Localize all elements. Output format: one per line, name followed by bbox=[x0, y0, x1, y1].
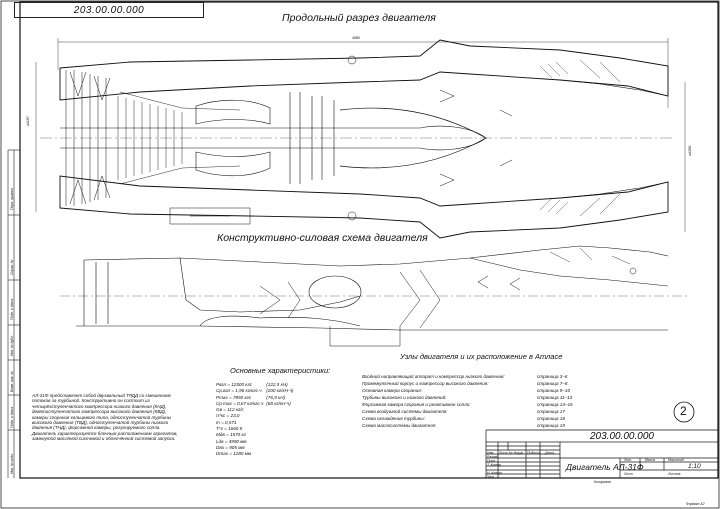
title-row-header-sign: Подпись bbox=[527, 451, 541, 455]
sheet-marker-number: 2 bbox=[680, 404, 687, 418]
overall-length-dimension: 4980 bbox=[352, 36, 360, 40]
spec-row: Pвзл = 12500 кгс (122,5 кН) bbox=[216, 382, 288, 387]
title-col-lit: Лит. bbox=[624, 458, 632, 462]
side-stamp-sign-date-1: Подп. и дата bbox=[10, 298, 14, 320]
side-stamp-first-use: Перв. примен. bbox=[10, 187, 14, 210]
side-stamp-replace-inv: Взам. инв. № bbox=[10, 371, 14, 392]
spec-row: Dвх = 905 мм bbox=[216, 444, 245, 450]
spec-row: Cр.max = 0,67 кг/кгс.ч (68 кг/кН·ч) bbox=[216, 400, 291, 406]
drawing-code-top: 203.00.00.000 bbox=[14, 2, 204, 18]
spec-row: Pmax = 7850 кгс (76,9 кН) bbox=[216, 394, 286, 400]
title-sheet: Лист bbox=[624, 472, 633, 476]
unit-row: Схема охлаждения турбины:страница 18 bbox=[362, 416, 565, 421]
longitudinal-section-drawing bbox=[35, 38, 686, 239]
units-location-title: Узлы двигателя и их расположение в Атлас… bbox=[400, 352, 563, 361]
spec-row: Mдв = 1570 кг bbox=[216, 432, 246, 438]
inner-frame bbox=[19, 1, 719, 479]
title-block-scale: 1:10 bbox=[688, 463, 701, 470]
unit-row: Основная камера сгорания:страница 9–10 bbox=[362, 388, 570, 393]
spec-row: Dmax = 1280 мм bbox=[216, 451, 252, 457]
side-stamp-orig-inv: Инв. № подл. bbox=[10, 452, 14, 474]
side-stamp-ref-no: Справ. № bbox=[10, 259, 14, 275]
spec-row: Lдв = 4990 мм bbox=[216, 438, 247, 444]
longitudinal-section-title: Продольный разрез двигателя bbox=[282, 12, 436, 24]
spec-row: m = 0,571 bbox=[216, 419, 237, 425]
title-row-header-doc: № докум. bbox=[509, 451, 524, 455]
side-stamp-dup-inv: Инв. № дубл. bbox=[10, 335, 14, 356]
title-row-header-date: Дата bbox=[545, 451, 554, 455]
title-block-grid bbox=[485, 429, 719, 479]
unit-row: Форсажная камера сгорания и реактивное с… bbox=[362, 402, 573, 407]
copied-label: Копировал bbox=[594, 480, 611, 484]
structural-scheme-title: Конструктивно-силовая схема двигателя bbox=[217, 232, 428, 244]
title-role-developer: Разраб. bbox=[487, 455, 500, 459]
title-block-code: 203.00.00.000 bbox=[590, 431, 654, 442]
specs-list: Pвзл = 12500 кгс (122,5 кН) Cр.взл = 1,9… bbox=[216, 382, 293, 458]
spec-row: π*кс = 23,0 bbox=[216, 413, 240, 419]
spec-row: T*г = 1660 К bbox=[216, 426, 243, 432]
structural-scheme-drawing bbox=[60, 245, 690, 347]
title-col-mass: Масса bbox=[645, 458, 656, 462]
title-role-norm-control: Н. Контр. bbox=[487, 471, 503, 475]
unit-row: Входной направляющий аппарат и компрессо… bbox=[362, 374, 568, 379]
format-label: Формат А2 bbox=[686, 502, 705, 506]
unit-row: Схема маслосистемы двигателя:страница 19 bbox=[362, 423, 565, 428]
title-role-tech-control: Т. Контр. bbox=[487, 463, 503, 467]
spec-row: Cр.взл = 1,96 кг/кгс.ч (200 кг/кН·ч) bbox=[216, 388, 294, 394]
unit-row: Промежуточный корпус и компрессор высоко… bbox=[362, 381, 568, 386]
nozzle-diameter-dimension: ⌀1280 bbox=[688, 145, 692, 156]
title-sheets: Листов bbox=[668, 472, 681, 476]
spec-row: Gв = 112 кг/с bbox=[216, 407, 244, 413]
unit-row: Турбины высокого и низкого давлений:стра… bbox=[362, 395, 573, 400]
inlet-diameter-dimension: ⌀1197 bbox=[26, 116, 30, 126]
title-row-header-list: Лист bbox=[499, 451, 508, 455]
side-stamp-grid bbox=[7, 149, 20, 478]
sheet-marker-circle bbox=[673, 401, 695, 423]
main-characteristics-title: Основные характеристики: bbox=[230, 366, 331, 375]
engine-description: АЛ-31Ф представляет собой двухвальный ТР… bbox=[32, 393, 178, 442]
title-role-approved: Утв. bbox=[487, 475, 495, 479]
title-block-name: Двигатель АЛ-31Ф bbox=[566, 462, 644, 472]
title-row-header-izm: Изм. bbox=[487, 451, 495, 455]
unit-row: Схема воздушной системы двигателя:страни… bbox=[362, 409, 565, 414]
title-col-scale: Масштаб bbox=[668, 458, 684, 462]
title-role-checker: Пров. bbox=[487, 459, 496, 463]
side-stamp-sign-date-2: Подп. и дата bbox=[10, 406, 14, 428]
units-list: Входной направляющий аппарат и компрессо… bbox=[362, 374, 587, 430]
